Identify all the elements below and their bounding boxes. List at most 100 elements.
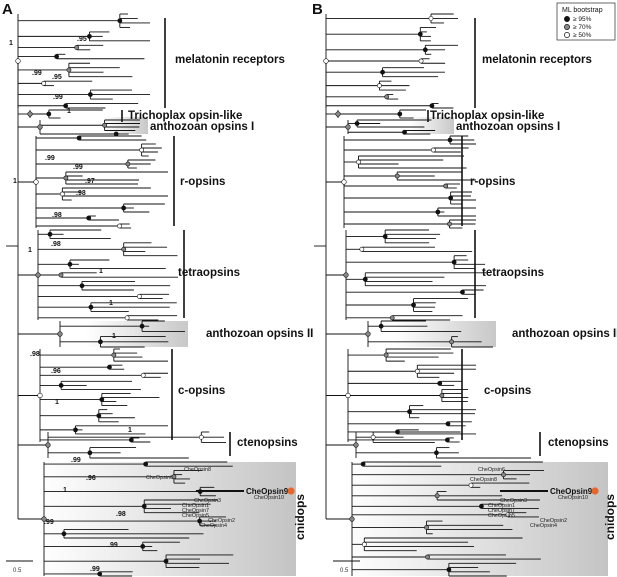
- cnidops-leaves-a: CheOpsin8 CheOpsin6 CheOpsin9 CheOpsin10…: [146, 467, 289, 529]
- tree-panel-b: [314, 13, 548, 577]
- bootstrap-node-marker: [501, 472, 506, 478]
- bootstrap-node-marker: [353, 442, 359, 448]
- bootstrap-label: 1: [109, 300, 113, 307]
- bootstrap-node-marker: [323, 58, 329, 64]
- legend-title: ML bootstrap: [562, 7, 603, 14]
- leaf-cheopsin5-a: CheOpsin5: [182, 513, 209, 519]
- bootstrap-node-marker: [27, 111, 33, 117]
- bootstrap-label: .99: [32, 70, 42, 77]
- bootstrap-node-marker: [107, 364, 112, 370]
- bootstrap-node-marker: [428, 16, 434, 21]
- bootstrap-label: 1: [112, 333, 116, 340]
- label-melatonin-a: melatonin receptors: [175, 54, 285, 66]
- bootstrap-label: .99: [90, 566, 100, 573]
- shade-anthozoan-2-b: [394, 321, 496, 347]
- leaf-cheopsin6-a: CheOpsin6: [146, 475, 173, 481]
- bootstrap-node-marker: [430, 147, 436, 153]
- bootstrap-node-marker: [63, 175, 69, 181]
- bootstrap-node-marker: [58, 272, 64, 278]
- label-copsins-a: c-opsins: [178, 385, 225, 397]
- label-tetraopsins-b: tetraopsins: [482, 267, 544, 279]
- bootstrap-node-marker: [63, 103, 69, 109]
- label-cnidops-a: cnidops: [293, 494, 307, 540]
- bootstrap-node-marker: [434, 450, 439, 456]
- bootstrap-label: .97: [85, 178, 95, 185]
- leaf-cheopsin7-b: CheOpsin7: [488, 508, 515, 514]
- bootstrap-node-marker: [402, 129, 407, 135]
- legend-marker-50: [564, 32, 570, 38]
- bootstrap-node-marker: [61, 531, 67, 537]
- leaf-cheopsin3-b: CheOpsin3: [500, 498, 527, 504]
- bootstrap-node-marker: [66, 67, 72, 73]
- bootstrap-label: .99: [73, 164, 83, 171]
- bootstrap-node-marker: [128, 437, 134, 443]
- leaf-cheopsin10-b: CheOpsin10: [558, 495, 588, 501]
- bootstrap-node-marker: [37, 392, 43, 399]
- bootstrap-node-marker: [102, 122, 107, 128]
- bootstrap-node-marker: [41, 516, 47, 522]
- bootstrap-node-marker: [73, 427, 78, 433]
- bootstrap-node-marker: [468, 482, 474, 488]
- bootstrap-label: .96: [86, 475, 96, 482]
- bootstrap-node-marker: [414, 368, 420, 374]
- bootstrap-label: 1: [13, 178, 17, 185]
- bootstrap-label: .99: [53, 94, 63, 101]
- label-trichoplax-b: Trichoplax opsin-like: [430, 110, 544, 122]
- shade-cnidops-a: [42, 462, 296, 576]
- bootstrap-label: 1: [63, 487, 67, 494]
- leaf-cheopsin10-a: CheOpsin10: [254, 495, 284, 501]
- bootstrap-node-marker: [424, 525, 429, 530]
- legend: ML bootstrap ≥ 95% ≥ 70% ≥ 50%: [556, 2, 616, 41]
- bootstrap-node-marker: [439, 393, 445, 398]
- bootstrap-node-marker: [437, 380, 443, 386]
- bootstrap-node-marker: [54, 54, 60, 59]
- bootstrap-node-marker: [139, 147, 145, 153]
- bootstrap-node-marker: [59, 191, 65, 197]
- leaf-cheopsin6-b: CheOpsin6: [478, 467, 505, 473]
- bootstrap-node-marker: [198, 434, 204, 440]
- legend-marker-95: [564, 16, 570, 22]
- bootstrap-node-marker: [383, 352, 389, 358]
- scale-label-b: 0.5: [340, 568, 349, 574]
- bootstrap-node-marker: [407, 409, 412, 415]
- bootstrap-node-marker: [57, 331, 63, 337]
- leaf-cheopsin5-b: CheOpsin5: [488, 513, 515, 519]
- bootstrap-node-marker: [394, 173, 400, 179]
- bootstrap-node-marker: [345, 124, 351, 130]
- legend-marker-70: [564, 24, 570, 30]
- bootstrap-node-marker: [97, 571, 103, 577]
- bootstrap-label: .98: [52, 212, 62, 219]
- bootstrap-node-marker: [362, 276, 368, 282]
- bootstrap-label: .99: [71, 457, 81, 464]
- highlight-dot-a: [287, 487, 295, 495]
- bootstrap-node-marker: [197, 518, 203, 524]
- bootstrap-node-marker: [125, 161, 131, 167]
- bootstrap-node-marker: [88, 304, 94, 310]
- bootstrap-label: .98: [116, 511, 126, 518]
- bootstrap-node-marker: [41, 80, 47, 86]
- bootstrap-node-marker: [422, 47, 428, 53]
- bootstrap-node-marker: [136, 294, 142, 299]
- bootstrap-node-marker: [349, 516, 355, 522]
- bootstrap-node-marker: [447, 221, 452, 227]
- bootstrap-node-marker: [356, 159, 361, 165]
- bootstrap-node-marker: [380, 69, 385, 75]
- bootstrap-node-marker: [343, 272, 349, 278]
- label-ropsins-a: r-opsins: [180, 176, 225, 188]
- shade-anthozoan-1-a: [104, 117, 148, 134]
- bootstrap-node-marker: [96, 413, 102, 419]
- bootstrap-label: 1: [99, 268, 103, 275]
- tree-panel-a: [6, 13, 244, 577]
- bootstrap-node-marker: [121, 205, 127, 211]
- bootstrap-node-marker: [361, 541, 367, 547]
- bootstrap-node-marker: [171, 474, 177, 480]
- bootstrap-node-marker: [449, 339, 455, 345]
- bootstrap-node-marker: [479, 503, 484, 509]
- bootstrap-node-marker: [345, 392, 351, 399]
- label-ropsins-b: r-opsins: [470, 176, 515, 188]
- legend-label-50: ≥ 50%: [573, 32, 592, 39]
- bootstrap-node-marker: [446, 567, 452, 573]
- bootstrap-label: .95: [77, 36, 87, 43]
- bootstrap-node-marker: [46, 111, 52, 117]
- bootstrap-node-marker: [365, 331, 371, 337]
